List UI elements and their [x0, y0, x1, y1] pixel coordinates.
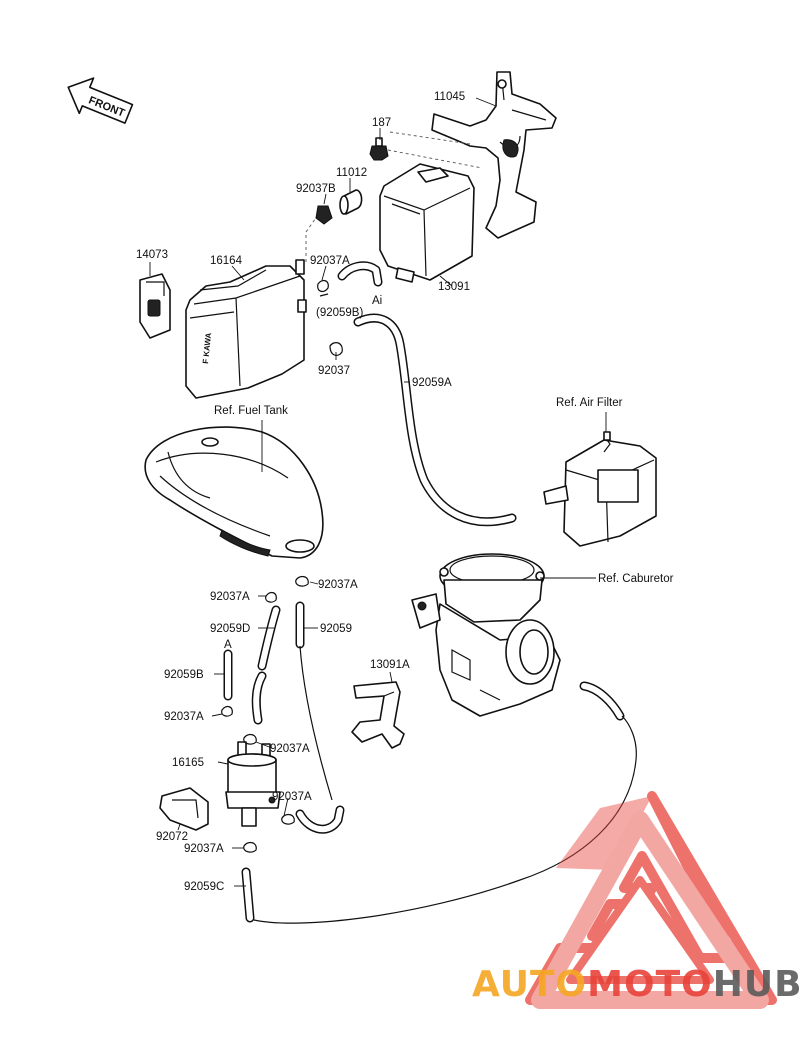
- watermark-moto: MOTO: [587, 964, 713, 1005]
- label-92037A-c: 92037A: [164, 711, 204, 723]
- bracket-11045: [431, 71, 557, 239]
- air-filter: [543, 431, 657, 547]
- hose-mid: [251, 671, 267, 725]
- label-92037A-d: 92037A: [270, 743, 310, 755]
- watermark-hub: HUB: [713, 964, 800, 1005]
- carburetor: [411, 553, 561, 717]
- clip-92037B: [315, 205, 333, 225]
- label-187: 187: [372, 117, 391, 129]
- label-16164: 16164: [210, 255, 243, 267]
- label-14073: 14073: [136, 249, 168, 261]
- clip-92037A-c: [221, 705, 233, 717]
- label-ref-air-filter: Ref. Air Filter: [556, 397, 623, 409]
- label-92059D: 92059D: [210, 623, 250, 635]
- label-92037A-a: 92037A: [210, 591, 250, 603]
- label-92059B: 92059B: [164, 669, 204, 681]
- label-92037A-f: 92037A: [184, 843, 224, 855]
- label-13091A: 13091A: [370, 659, 410, 671]
- label-16165: 16165: [172, 757, 204, 769]
- watermark-auto: AUTO: [472, 964, 587, 1005]
- clip-92037A-top: [317, 279, 329, 297]
- hose-92059C: [241, 867, 255, 923]
- clip-92037A-f: [243, 841, 257, 853]
- label-11012: 11012: [336, 167, 367, 179]
- hose-right: [579, 681, 625, 721]
- front-arrow: FRONT: [67, 77, 134, 124]
- watermark-logo: [525, 791, 777, 1009]
- bracket-14073: [139, 273, 171, 339]
- label-92037B: 92037B: [296, 183, 336, 195]
- clip-92037: [329, 342, 343, 356]
- label-92059: 92059: [320, 623, 352, 635]
- fuel-pump-16165: [225, 741, 281, 827]
- fuel-line-center: [299, 645, 333, 801]
- label-92072: 92072: [156, 831, 188, 843]
- label-92059C: 92059C: [184, 881, 224, 893]
- clip-92037A-b: [295, 575, 309, 587]
- label-11045: 11045: [434, 91, 465, 103]
- clip-92037A-a: [265, 591, 277, 603]
- canister-16164: F KAWA: [185, 259, 307, 399]
- hose-92059B-top: [337, 261, 383, 287]
- hose-92059A: [353, 313, 517, 527]
- label-Ai: Ai: [372, 295, 382, 307]
- label-ref-fuel-tank: Ref. Fuel Tank: [214, 405, 288, 417]
- svg-text:AUTOMOTOHUB: AUTOMOTOHUB: [472, 964, 800, 1005]
- bracket-13091A: [351, 681, 405, 749]
- leader-lines: [149, 97, 607, 887]
- bracket-92072: [159, 787, 209, 831]
- label-ref-caburetor: Ref. Caburetor: [598, 573, 674, 585]
- clip-92037A-e: [281, 813, 295, 825]
- clip-92037A-d: [243, 733, 257, 745]
- label-92037A-e: 92037A: [272, 791, 312, 803]
- hose-elbow: [295, 805, 345, 834]
- label-92037: 92037: [318, 365, 350, 377]
- bolt-187: [369, 137, 389, 161]
- watermark-text: AUTOMOTOHUB: [472, 964, 800, 1005]
- label-92059A: 92059A: [412, 377, 452, 389]
- label-13091: 13091: [438, 281, 470, 293]
- canister-13091: [379, 163, 475, 283]
- hose-92059D: [257, 605, 281, 671]
- label-A: A: [224, 639, 232, 651]
- svg-text:F KAWA: F KAWA: [201, 332, 213, 364]
- part-labels: 11045 187 11012 92037B 14073 16164 92037…: [136, 91, 674, 893]
- fuel-tank: [144, 426, 324, 559]
- label-92037A-top: 92037A: [310, 255, 350, 267]
- fuel-line-long: [253, 715, 637, 924]
- label-92059B-paren: (92059B): [316, 307, 363, 319]
- spacer-11012: [339, 189, 363, 215]
- label-92037A-b: 92037A: [318, 579, 358, 591]
